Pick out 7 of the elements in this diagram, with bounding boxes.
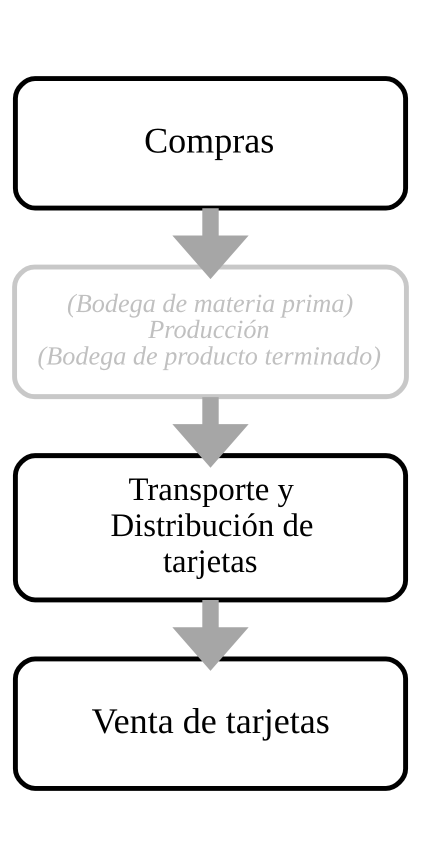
arrow (172, 208, 249, 280)
arrow (172, 600, 249, 671)
node-box: Transporte y Distribución de tarjetas (12, 453, 408, 602)
node-box: Venta de tarjetas (12, 656, 408, 791)
arrow (172, 397, 249, 468)
node-box: Compras (12, 76, 408, 211)
node-box: (Bodega de materia prima) Producción (Bodega de producto terminado) (12, 264, 409, 400)
